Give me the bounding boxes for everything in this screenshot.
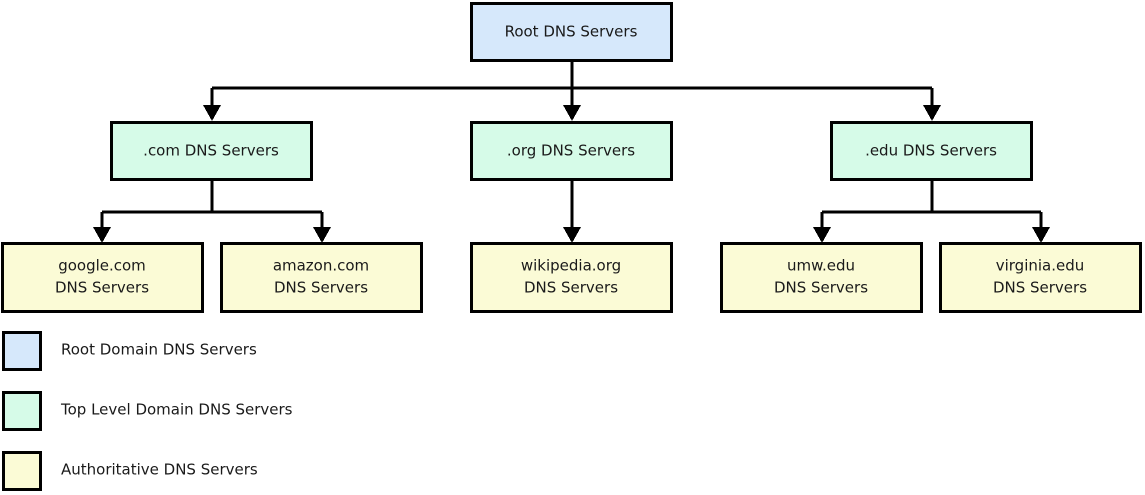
node-umw-label-line1: umw.edu [787,257,855,275]
legend-label-root-domain: Root Domain DNS Servers [61,341,257,359]
arrow-head-wikipedia [563,227,581,243]
node-wikipedia-label-line1: wikipedia.org [521,257,621,275]
node-umw-box[interactable] [720,242,923,313]
arrow-head-com [203,105,221,121]
node-com-box[interactable] [110,121,313,181]
arrow-head-amazon [313,227,331,243]
legend-swatch-authoritative [2,451,42,491]
legend-item-authoritative: Authoritative DNS Servers [2,451,258,491]
node-umw-edu-dns-servers[interactable]: umw.edu DNS Servers [720,242,923,313]
arrow-head-org [563,105,581,121]
node-virginia-label-line1: virginia.edu [996,257,1085,275]
edge-group-edu-children [813,180,1050,243]
node-com-dns-servers[interactable]: .com DNS Servers [110,121,313,181]
node-amazon-com-dns-servers[interactable]: amazon.com DNS Servers [220,242,423,313]
legend-swatch-root-domain [2,331,42,371]
node-edu-dns-servers[interactable]: .edu DNS Servers [830,121,1033,181]
node-root-box[interactable] [470,2,673,62]
node-org-dns-servers[interactable]: .org DNS Servers [470,121,673,181]
node-org-box[interactable] [470,121,673,181]
node-google-box[interactable] [1,242,204,313]
node-wikipedia-org-dns-servers[interactable]: wikipedia.org DNS Servers [470,242,673,313]
arrow-head-edu [923,105,941,121]
legend-label-authoritative: Authoritative DNS Servers [61,461,258,479]
node-google-label-line1: google.com [58,257,146,275]
node-virginia-box[interactable] [939,242,1142,313]
legend-swatch-top-level-domain [2,391,42,431]
edge-group-org-children [563,180,581,243]
node-amazon-label-line1: amazon.com [273,257,369,275]
legend-label-top-level-domain: Top Level Domain DNS Servers [60,401,293,419]
arrow-head-virginia [1032,227,1050,243]
edge-group-root-to-tld [203,60,941,121]
node-com-label: .com DNS Servers [143,142,279,160]
node-amazon-box[interactable] [220,242,423,313]
node-google-com-dns-servers[interactable]: google.com DNS Servers [1,242,204,313]
node-virginia-label-line2: DNS Servers [993,279,1087,297]
node-google-label-line2: DNS Servers [55,279,149,297]
node-umw-label-line2: DNS Servers [774,279,868,297]
node-edu-label: .edu DNS Servers [865,142,997,160]
legend-item-top-level-domain: Top Level Domain DNS Servers [2,391,293,431]
node-root-dns-servers[interactable]: Root DNS Servers [470,2,673,62]
node-edu-box[interactable] [830,121,1033,181]
legend-item-root-domain: Root Domain DNS Servers [2,331,257,371]
node-root-label: Root DNS Servers [505,23,638,41]
node-virginia-edu-dns-servers[interactable]: virginia.edu DNS Servers [939,242,1142,313]
node-wikipedia-label-line2: DNS Servers [524,279,618,297]
node-org-label: .org DNS Servers [507,142,635,160]
legend: Root Domain DNS Servers Top Level Domain… [2,331,293,491]
arrow-head-google [93,227,111,243]
node-wikipedia-box[interactable] [470,242,673,313]
node-amazon-label-line2: DNS Servers [274,279,368,297]
edge-group-com-children [93,180,331,243]
arrow-head-umw [813,227,831,243]
